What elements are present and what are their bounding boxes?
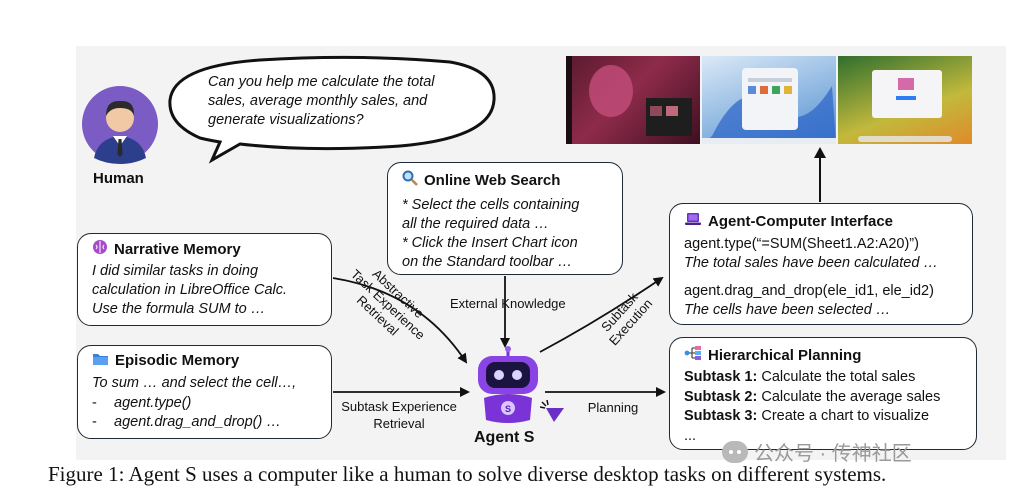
agent-label: Agent S [474, 429, 535, 446]
episodic-memory-title: Episodic Memory [115, 352, 240, 369]
narrative-memory-box [77, 233, 332, 326]
subtask-1-text: Calculate the total sales [761, 369, 916, 385]
planning-title: Hierarchical Planning [708, 346, 862, 364]
cursor-icon [539, 399, 566, 429]
episodic-memory-dash-1: - [92, 395, 97, 411]
folder-icon [92, 351, 109, 370]
web-search-title-row: Online Web Search [402, 170, 560, 190]
subtask-experience-line-1: Subtask Experience [341, 399, 457, 414]
figure-caption: Figure 1: Agent S uses a computer like a… [48, 462, 887, 486]
watermark: 公众号 · 传神社区 [722, 437, 912, 466]
subtask-3-label: Subtask 3: [684, 408, 758, 424]
web-search-line-1: * Select the cells containing [402, 197, 580, 213]
speech-line-2: sales, average monthly sales, and [208, 93, 428, 109]
web-search-line-2: all the required data … [402, 216, 549, 232]
arrow-to-screens [814, 147, 826, 202]
svg-text:S: S [505, 404, 511, 414]
aci-line-2: The total sales have been calculated … [684, 255, 938, 271]
brain-icon [92, 239, 108, 259]
aci-box [669, 203, 973, 325]
subtask-experience-line-2: Retrieval [373, 416, 425, 431]
windows-screenshot [702, 56, 836, 144]
episodic-memory-line-1: To sum … and select the cell…, [92, 375, 297, 391]
episodic-memory-line-3: agent.drag_and_drop() … [114, 414, 281, 430]
web-search-line-3: * Click the Insert Chart icon [402, 235, 578, 251]
aci-line-4: The cells have been selected … [684, 302, 891, 318]
aci-line-3: agent.drag_and_drop(ele_id1, ele_id2) [684, 283, 934, 299]
macos-screenshot [838, 56, 972, 144]
speech-bubble [168, 55, 496, 164]
speech-line-1: Can you help me calculate the total [208, 74, 435, 90]
aci-line-1: agent.type(“=SUM(Sheet1.A2:A20)”) [684, 236, 919, 252]
external-knowledge-label: External Knowledge [450, 296, 566, 311]
narrative-memory-line-3: Use the formula SUM to … [92, 301, 266, 317]
subtask-1: Subtask 1: Calculate the total sales [684, 369, 915, 385]
subtask-2-text: Calculate the average sales [761, 389, 941, 405]
web-search-title: Online Web Search [424, 171, 561, 189]
user-avatar-icon [80, 84, 160, 164]
subtask-2-label: Subtask 2: [684, 389, 758, 405]
aci-title-row: Agent-Computer Interface [684, 212, 893, 230]
planning-more: ... [684, 428, 697, 444]
episodic-memory-dash-2: - [92, 414, 97, 430]
planning-box [669, 337, 977, 450]
aci-title: Agent-Computer Interface [708, 212, 894, 230]
magnifier-icon [402, 170, 418, 190]
subtask-1-label: Subtask 1: [684, 369, 758, 385]
web-search-line-4: on the Standard toolbar … [402, 254, 573, 270]
human-label: Human [93, 170, 144, 187]
subtask-3: Subtask 3: Create a chart to visualize [684, 408, 929, 424]
laptop-icon [684, 212, 702, 230]
narrative-memory-title: Narrative Memory [114, 240, 241, 258]
subtask-2: Subtask 2: Calculate the average sales [684, 389, 940, 405]
planning-title-row: Hierarchical Planning [684, 345, 861, 365]
planning-edge-label: Planning [587, 400, 639, 415]
episodic-memory-title-row: Episodic Memory [92, 351, 239, 370]
narrative-memory-title-row: Narrative Memory [92, 239, 241, 259]
robot-icon: S [470, 346, 546, 424]
episodic-memory-box [77, 345, 332, 439]
subtask-3-text: Create a chart to visualize [761, 408, 930, 424]
watermark-text: 公众号 · 传神社区 [754, 443, 912, 465]
episodic-memory-line-2: agent.type() [114, 395, 192, 411]
speech-line-3: generate visualizations? [208, 112, 364, 128]
ubuntu-screenshot [566, 56, 700, 144]
wechat-icon [722, 440, 748, 463]
hierarchy-icon [684, 345, 702, 365]
web-search-box [387, 162, 623, 275]
narrative-memory-line-2: calculation in LibreOffice Calc. [92, 282, 288, 298]
narrative-memory-line-1: I did similar tasks in doing [92, 263, 259, 279]
